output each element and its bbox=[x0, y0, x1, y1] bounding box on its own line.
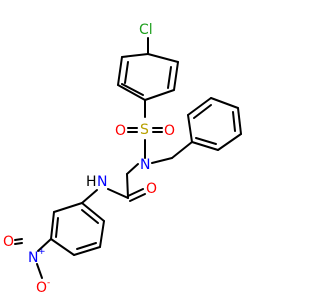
nitro-positive-charge: + bbox=[38, 247, 46, 257]
atom-s: S bbox=[140, 122, 149, 138]
atom-n-nitro: N bbox=[28, 250, 38, 266]
atom-cl: Cl bbox=[139, 22, 153, 38]
atom-n-amide: N bbox=[97, 174, 107, 190]
structure-canvas: Cl S O O N O N H N + O O - bbox=[3, 22, 242, 296]
sulfonyl-oxygen-bonds bbox=[127, 127, 163, 133]
ring-nitro-bond bbox=[37, 238, 52, 252]
atom-o-sulfonyl-right: O bbox=[164, 123, 175, 139]
nh-aryl-bond bbox=[81, 189, 98, 204]
ch2-carbonyl-bond bbox=[126, 173, 129, 199]
amide-carbonyl-bond bbox=[127, 188, 146, 202]
atom-o-sulfonyl-left: O bbox=[115, 123, 126, 139]
molecule-structure: Cl S O O N O N H N + O O - bbox=[3, 22, 242, 296]
atom-o-nitro-single: O bbox=[36, 280, 47, 296]
nitro-negative-charge: - bbox=[47, 278, 50, 288]
chlorophenyl-ring bbox=[117, 53, 179, 101]
nitro-o-double-bond bbox=[14, 238, 23, 245]
atom-o-nitro-double: O bbox=[3, 234, 14, 250]
n-benzyl-ch2-bond bbox=[151, 157, 173, 164]
atom-o-amide: O bbox=[146, 181, 157, 197]
n-glycine-ch2-bond bbox=[126, 163, 139, 175]
nitrophenyl-ring bbox=[50, 202, 105, 256]
ch2-benzyl-ring-bond bbox=[171, 141, 193, 159]
carbonyl-nh-bond bbox=[107, 188, 129, 199]
nitro-o-single-bond bbox=[36, 263, 43, 279]
atom-n-sulfonamide: N bbox=[140, 157, 150, 173]
atom-h-amide: H bbox=[86, 174, 97, 190]
benzyl-ring bbox=[187, 97, 242, 151]
